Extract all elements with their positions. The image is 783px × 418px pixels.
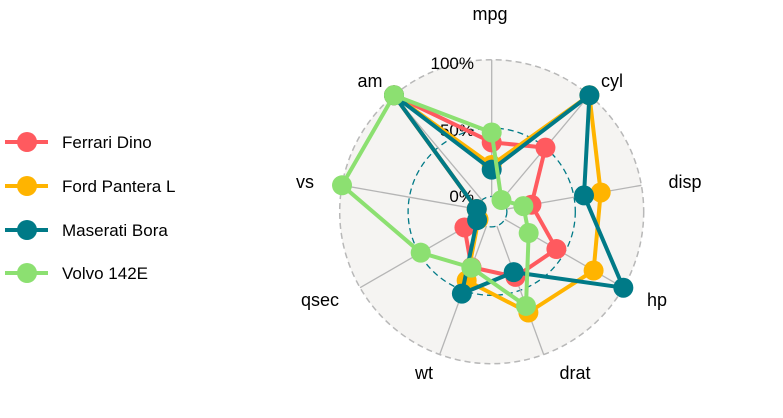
axis-label-qsec: qsec — [301, 290, 339, 310]
data-point-mpg — [481, 122, 502, 143]
legend-marker — [17, 176, 37, 196]
legend-label: Ford Pantera L — [62, 177, 175, 196]
legend-marker — [17, 263, 37, 283]
axis-label-hp: hp — [647, 290, 667, 310]
data-point-qsec — [410, 242, 431, 263]
series-volvo-142e — [332, 85, 539, 316]
axis-label-mpg: mpg — [472, 4, 507, 24]
grid-label: 0% — [449, 187, 474, 206]
legend-item: Volvo 142E — [5, 263, 148, 283]
axis-label-vs: vs — [296, 172, 314, 192]
data-point-hp — [546, 239, 567, 260]
axis-label-disp: disp — [668, 172, 701, 192]
data-point-hp — [518, 223, 539, 244]
axis-line-drat — [496, 225, 545, 355]
axis-label-drat: drat — [559, 363, 590, 383]
legend-label: Volvo 142E — [62, 264, 148, 283]
data-point-cyl — [535, 137, 556, 158]
data-point-disp — [513, 196, 534, 217]
data-point-vs — [466, 199, 487, 220]
legend-item: Ford Pantera L — [5, 176, 175, 196]
grid-label: 100% — [431, 54, 474, 73]
data-point-hp — [613, 277, 634, 298]
data-point-am — [383, 85, 404, 106]
legend-marker — [17, 132, 37, 152]
legend-item: Ferrari Dino — [5, 132, 152, 152]
series-line — [391, 93, 626, 296]
data-point-wt — [451, 283, 472, 304]
data-point-drat — [503, 262, 524, 283]
data-point-vs — [332, 175, 353, 196]
axis-label-am: am — [357, 71, 382, 91]
data-point-hp — [583, 260, 604, 281]
data-point-cyl — [579, 85, 600, 106]
data-point-wt — [461, 257, 482, 278]
legend-label: Maserati Bora — [62, 221, 168, 240]
axis-line-vs — [341, 184, 477, 210]
legend-label: Ferrari Dino — [62, 133, 152, 152]
data-point-drat — [516, 295, 537, 316]
data-point-cyl — [491, 190, 512, 211]
axis-label-wt: wt — [414, 363, 433, 383]
series-line — [340, 93, 531, 308]
axis-label-cyl: cyl — [601, 71, 623, 91]
data-point-disp — [590, 182, 611, 203]
data-point-disp — [573, 185, 594, 206]
legend-marker — [17, 220, 37, 240]
legend-item: Maserati Bora — [5, 220, 168, 240]
